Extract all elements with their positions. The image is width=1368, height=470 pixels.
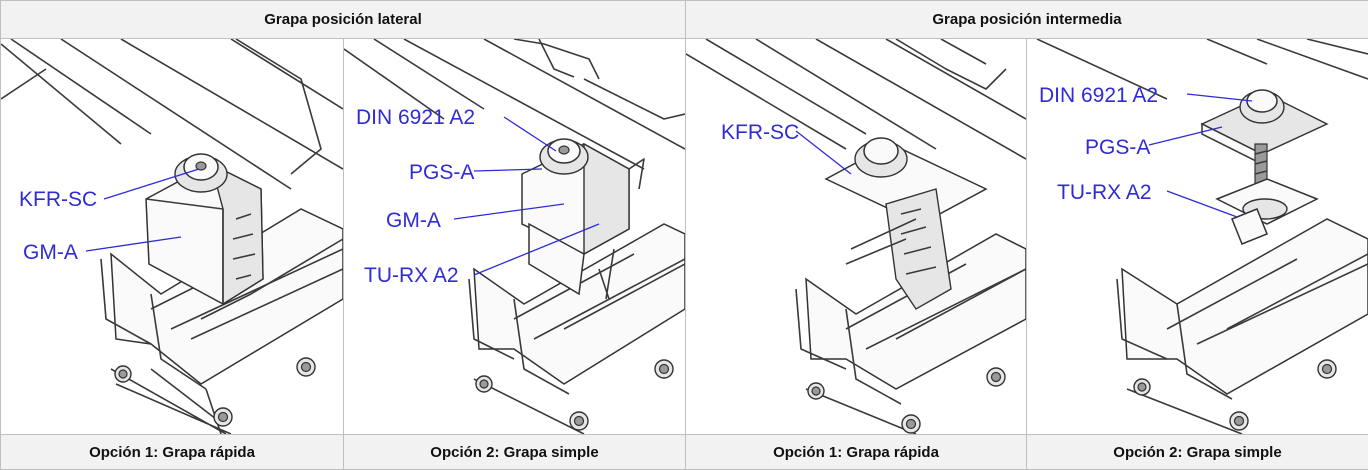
panel-2-image: DIN 6921 A2 PGS-A GM-A TU-RX A2 <box>344 39 686 435</box>
clamp-bolt-icon <box>175 154 227 192</box>
clamp-bolt-icon <box>540 139 588 174</box>
caption-panel-1: Opción 1: Grapa rápida <box>1 435 344 470</box>
clamp-drawing-4: DIN 6921 A2 PGS-A TU-RX A2 <box>1027 39 1368 434</box>
panel-3-image: KFR-SC <box>686 39 1027 435</box>
caption-panel-3: Opción 1: Grapa rápida <box>686 435 1027 470</box>
label-gm-a: GM-A <box>23 241 78 264</box>
header-lateral: Grapa posición lateral <box>1 1 686 39</box>
label-tu-rx: TU-RX A2 <box>364 264 459 287</box>
label-kfr-sc: KFR-SC <box>19 188 97 211</box>
label-din-6921-2: DIN 6921 A2 <box>1039 84 1158 107</box>
label-tu-rx-2: TU-RX A2 <box>1057 181 1152 204</box>
clamp-drawing-1: KFR-SC GM-A <box>1 39 343 434</box>
label-pgs-a: PGS-A <box>409 161 474 184</box>
clamp-bolt-icon <box>1240 90 1284 123</box>
clamp-bolt-icon <box>855 138 907 177</box>
label-kfr-sc-2: KFR-SC <box>721 121 799 144</box>
caption-panel-2: Opción 2: Grapa simple <box>344 435 686 470</box>
clamp-drawing-2: DIN 6921 A2 PGS-A GM-A TU-RX A2 <box>344 39 685 434</box>
label-gm-a-2: GM-A <box>386 209 441 232</box>
panel-1-image: KFR-SC GM-A <box>1 39 344 435</box>
header-intermedia: Grapa posición intermedia <box>686 1 1368 39</box>
label-din-6921: DIN 6921 A2 <box>356 106 475 129</box>
caption-panel-4: Opción 2: Grapa simple <box>1027 435 1368 470</box>
panel-4-image: DIN 6921 A2 PGS-A TU-RX A2 <box>1027 39 1368 435</box>
clamp-drawing-3: KFR-SC <box>686 39 1026 434</box>
label-pgs-a-2: PGS-A <box>1085 136 1150 159</box>
